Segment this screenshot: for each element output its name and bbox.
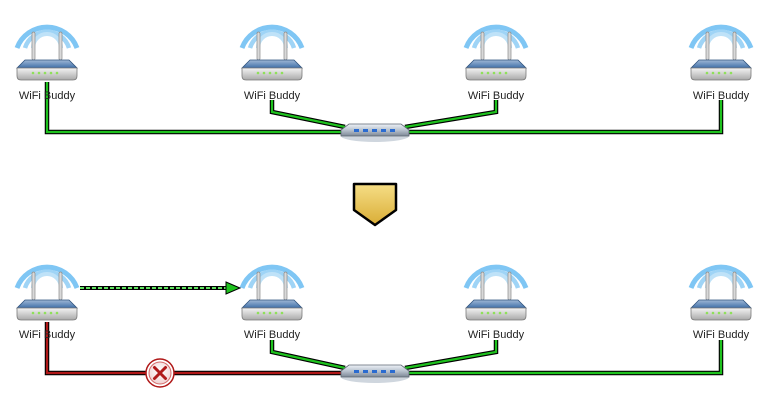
router-label: WiFi Buddy: [692, 329, 750, 341]
network-switch-icon: [340, 123, 410, 142]
link-cable-failed-core: [45, 322, 345, 375]
router-icon: [17, 267, 77, 320]
router-label: WiFi Buddy: [18, 90, 76, 102]
router-icon: [691, 267, 751, 320]
wireless-failover-arrow: [80, 281, 242, 295]
router-label: WiFi Buddy: [243, 329, 301, 341]
router-label: WiFi Buddy: [692, 90, 750, 102]
link-cable-ok-core: [270, 100, 346, 129]
router-label: WiFi Buddy: [467, 90, 525, 102]
diagram-before: [17, 27, 751, 142]
network-switch-icon: [340, 364, 410, 383]
router-label: WiFi Buddy: [243, 90, 301, 102]
router-icon: [242, 267, 302, 320]
router-icon: [242, 27, 302, 80]
link-cable-ok-core: [404, 340, 498, 370]
link-cable-ok-core: [270, 340, 346, 370]
diagram-after: [17, 267, 751, 388]
router-icon: [17, 27, 77, 80]
link-cables: [44, 322, 724, 376]
link-cable-ok-core: [405, 100, 723, 134]
router-icon: [466, 267, 526, 320]
link-cables: [44, 82, 724, 135]
link-cable-ok-core: [405, 340, 723, 375]
transition-arrow-icon: [352, 182, 398, 227]
link-cable-ok-core: [404, 100, 498, 129]
router-label: WiFi Buddy: [18, 329, 76, 341]
link-cable-ok: [405, 340, 724, 376]
link-failure-icon: [145, 358, 175, 388]
router-label: WiFi Buddy: [467, 329, 525, 341]
router-icon: [691, 27, 751, 80]
link-cable-ok-core: [45, 82, 345, 134]
router-icon: [466, 27, 526, 80]
link-cable-ok: [405, 100, 724, 135]
